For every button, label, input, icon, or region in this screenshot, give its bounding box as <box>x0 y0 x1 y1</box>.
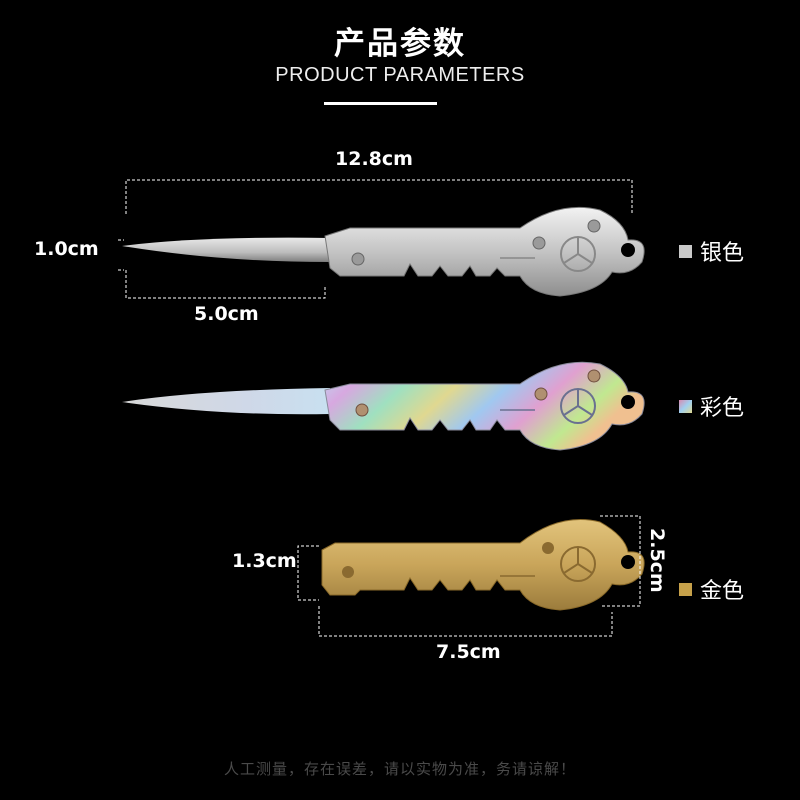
title-underline <box>324 102 437 105</box>
rainbow-key-knife <box>122 361 645 451</box>
variant-rainbow-label: 彩色 <box>700 396 745 421</box>
dim-label-blade-length: 5.0cm <box>194 303 259 325</box>
gold-pivot <box>342 566 354 578</box>
dim-gold-height <box>297 545 319 601</box>
gold-handle <box>321 519 645 611</box>
dim-silver-blade <box>125 270 326 299</box>
gold-rivet <box>542 542 554 554</box>
silver-swatch <box>679 244 692 258</box>
dim-label-length: 12.8cm <box>335 148 413 170</box>
rainbow-pivot <box>355 403 369 417</box>
rainbow-blade <box>122 388 330 415</box>
disclaimer-note: 人工测量，存在误差，请以实物为准，务请谅解！ <box>223 760 576 778</box>
variant-silver-label: 银色 <box>700 241 745 266</box>
dim-silver-length <box>125 179 633 214</box>
dim-label-gold-width: 2.5cm <box>646 528 668 593</box>
gold-emblem <box>560 546 596 582</box>
gold-swatch <box>679 582 692 596</box>
dim-label-blade-width: 1.0cm <box>34 238 99 260</box>
dim-label-gold-height: 1.3cm <box>232 550 297 572</box>
dim-gold-width <box>600 515 641 607</box>
gold-key-knife <box>321 519 645 611</box>
rainbow-handle <box>324 361 645 451</box>
silver-pivot <box>351 252 365 266</box>
silver-ring-hole <box>621 243 635 257</box>
rainbow-swatch <box>679 399 692 413</box>
silver-rivet <box>532 236 546 250</box>
rainbow-rivet <box>534 387 548 401</box>
silver-rivet-2 <box>587 219 601 233</box>
page-title: 产品参数 <box>334 26 466 62</box>
gold-ring-hole <box>621 555 635 569</box>
silver-emblem <box>560 236 596 272</box>
dim-label-gold-length: 7.5cm <box>436 641 501 663</box>
variant-gold-label: 金色 <box>700 579 745 604</box>
rainbow-emblem <box>560 388 596 424</box>
dimension-lines <box>118 179 641 637</box>
rainbow-ring-hole <box>621 395 635 409</box>
variant-rainbow: 彩色 <box>679 390 744 422</box>
dim-gold-length <box>318 606 613 637</box>
variant-gold: 金色 <box>679 573 744 605</box>
variant-silver: 银色 <box>679 235 744 267</box>
page-subtitle: PRODUCT PARAMETERS <box>275 64 525 86</box>
rainbow-rivet-2 <box>587 369 601 383</box>
silver-blade <box>122 237 330 262</box>
silver-handle <box>324 206 645 297</box>
silver-key-knife <box>122 206 645 297</box>
